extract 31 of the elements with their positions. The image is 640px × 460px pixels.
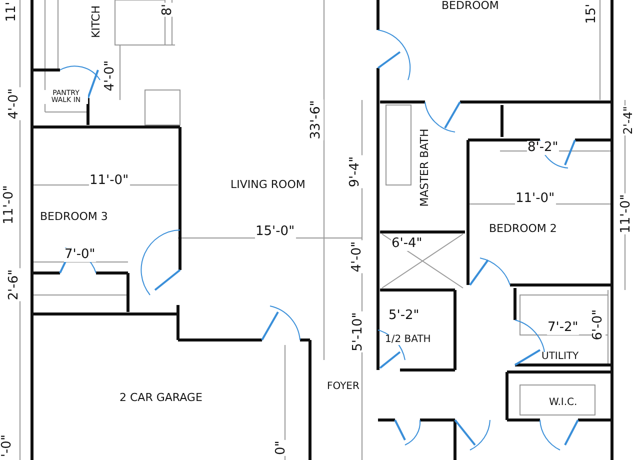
dimension-label: 9'-4" [348,155,362,188]
dimension-label: 4'-0" [350,240,364,274]
dimension-label: 8' [161,2,175,17]
room-label: UTILITY [540,352,580,362]
dimension-label: 11'-0" [619,193,633,234]
dimension-label: 6'-4" [390,237,424,251]
dimension-label: 0" [274,440,288,456]
dimension-label: 33'-6" [309,99,323,140]
room-label: BEDROOM 3 [39,211,109,223]
dimension-label: 2'-6" [7,268,21,302]
room-label: BEDROOM [440,0,500,12]
dimension-label: 4'-0" [7,87,21,120]
room-label: FOYER [326,382,360,392]
room-label: LIVING ROOM [230,179,306,191]
dimension-label: '-0" [0,434,14,458]
room-label: MASTER BATH [419,128,431,208]
room-label: 1/2 BATH [384,334,432,345]
room-label: KITCH [90,4,102,40]
dimension-label: 11'-0" [514,192,556,206]
dimension-label: 15'-0" [254,225,296,239]
room-label: 2 CAR GARAGE [118,392,204,404]
dimension-label: 11'-0" [88,174,130,188]
dimension-label: 6'-0" [591,308,605,342]
dimension-label: 7'-0" [64,248,96,262]
room-label: W.I.C. [548,398,578,408]
dimension-label: 5'-10" [351,311,365,352]
dimension-label: 2'-4" [622,104,634,135]
room-label: BEDROOM 2 [488,223,558,235]
dimension-label: 11'-0" [2,184,16,226]
dimension-label: 4'-0" [103,59,117,92]
dimension-label: 8'-2" [526,141,560,155]
